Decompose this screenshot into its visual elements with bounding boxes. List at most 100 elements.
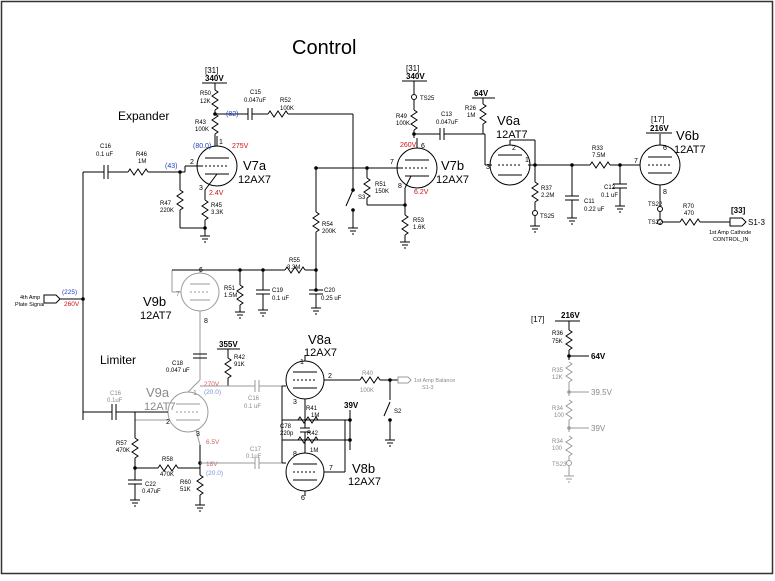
r51-value: 150K	[375, 189, 389, 195]
s3-label: S3	[358, 195, 366, 201]
r53-label: R53	[413, 218, 425, 224]
output-desc-2: CONTROL_IN	[713, 237, 748, 243]
tube-v7a	[185, 136, 238, 191]
r70-label: R70	[683, 204, 695, 210]
tube-v9b	[172, 270, 220, 318]
v8b-type: 12AX7	[348, 476, 381, 488]
divider-39: 39V	[591, 424, 606, 433]
c20-label: C20	[324, 288, 336, 294]
r51b-label: R51	[224, 286, 236, 292]
v8a-pin3: 3	[293, 399, 297, 406]
input-label-2: Plate Signal	[15, 302, 44, 308]
r43-label: R43	[195, 120, 207, 126]
r41-label: R41	[306, 406, 318, 412]
ts22b-label: TS22	[648, 220, 663, 226]
r51-label: R51	[375, 182, 387, 188]
voltage-225: (225)	[62, 289, 77, 296]
v8a-name: V8a	[308, 332, 332, 347]
c12-value: 0.1 uF	[601, 193, 618, 199]
voltage-80: (80.0)	[193, 143, 211, 150]
rail-64-v: 64V	[474, 89, 489, 98]
ts25b-label: TS25	[540, 214, 555, 220]
v8b-name: V8b	[352, 461, 375, 476]
voltage-200b: (20.0)	[206, 470, 223, 477]
r40-label: R40	[362, 371, 374, 377]
c13-label: C13	[441, 112, 453, 118]
tube-v6a	[485, 140, 550, 186]
rail-216a-ref: [17]	[651, 115, 664, 124]
v6b-pin6: 6	[663, 145, 667, 152]
v7a-name: V7a	[243, 158, 267, 173]
rail-216b-v: 216V	[561, 311, 580, 320]
r47-value: 220K	[160, 208, 174, 214]
v7b-type: 12AX7	[436, 174, 469, 186]
r46-value: 1M	[138, 159, 146, 165]
v7b-pin7: 7	[390, 159, 394, 166]
r35-label: R35	[552, 368, 564, 374]
v9a-pin1: 1	[193, 390, 197, 397]
rail-355-v: 355V	[219, 340, 238, 349]
r50-value: 12K	[200, 99, 211, 105]
voltage-65: 6.5V	[206, 439, 220, 446]
r37-label: R37	[541, 186, 553, 192]
rail-216b-ref: [17]	[531, 315, 544, 324]
c78-label: C78	[280, 424, 292, 430]
v8b-pin6: 6	[301, 495, 305, 502]
v6b-pin8: 8	[663, 189, 667, 196]
v7b-pin6: 6	[421, 143, 425, 150]
output-ref: [33]	[731, 206, 746, 215]
voltage-82: (82)	[226, 111, 238, 118]
r45-label: R45	[211, 203, 223, 209]
r36-label: R36	[552, 331, 564, 337]
c16c-label: C16	[110, 391, 122, 397]
v6b-type: 12AT7	[674, 144, 706, 156]
c19-value: 0.1 uF	[272, 296, 289, 302]
r35-value: 12K	[552, 375, 563, 381]
r42b-label: R42	[307, 431, 319, 437]
c22-value: 0.47uF	[142, 489, 161, 495]
c16-label: C16	[100, 144, 112, 150]
c19-label: C19	[272, 288, 284, 294]
r26-value: 1M	[467, 113, 475, 119]
v7b-pin8: 8	[398, 183, 402, 190]
input-label-1: 4th Amp	[20, 295, 40, 301]
v9b-type: 12AT7	[140, 310, 172, 322]
v8b-pin8: 8	[293, 451, 297, 458]
voltage-260b: 260V	[64, 301, 80, 308]
section-expander-label: Expander	[118, 109, 169, 123]
v7a-pin3: 3	[199, 185, 203, 192]
r58-value: 470K	[160, 472, 174, 478]
r34b-label: R34	[552, 439, 564, 445]
v9b-pin7: 7	[176, 291, 180, 298]
v6a-pin2: 2	[512, 145, 516, 152]
r26-label: R26	[465, 106, 477, 112]
v8a-pin2: 2	[328, 373, 332, 380]
voltage-43: (43)	[165, 163, 177, 170]
r49-label: R49	[396, 114, 408, 120]
r47-label: R47	[160, 201, 172, 207]
c12-label: C12	[604, 185, 616, 191]
r45-value: 3.3K	[211, 210, 223, 216]
v6b-pin7: 7	[634, 158, 638, 165]
v9b-name: V9b	[143, 294, 166, 309]
balance-desc-1: 1st Amp Balance	[414, 378, 455, 384]
v9b-pin6: 6	[199, 267, 203, 274]
r54-label: R54	[322, 222, 334, 228]
v6a-name: V6a	[497, 113, 521, 128]
voltage-200: (20.0)	[204, 389, 221, 396]
ts25a-label: TS25	[420, 96, 435, 102]
section-limiter-label: Limiter	[100, 353, 136, 367]
rail-340a-ref: [31]	[205, 66, 218, 75]
output-desc-1: 1st Amp Cathode	[709, 230, 751, 236]
v6a-type: 12AT7	[496, 129, 528, 141]
v9b-pin8: 8	[204, 318, 208, 325]
output-name: S1-3	[748, 218, 765, 227]
r52-label: R52	[280, 98, 292, 104]
r40-value: 100K	[360, 388, 374, 394]
r37-value: 2.2M	[541, 193, 554, 199]
divider-64: 64V	[591, 352, 606, 361]
r42-label: R42	[234, 355, 246, 361]
